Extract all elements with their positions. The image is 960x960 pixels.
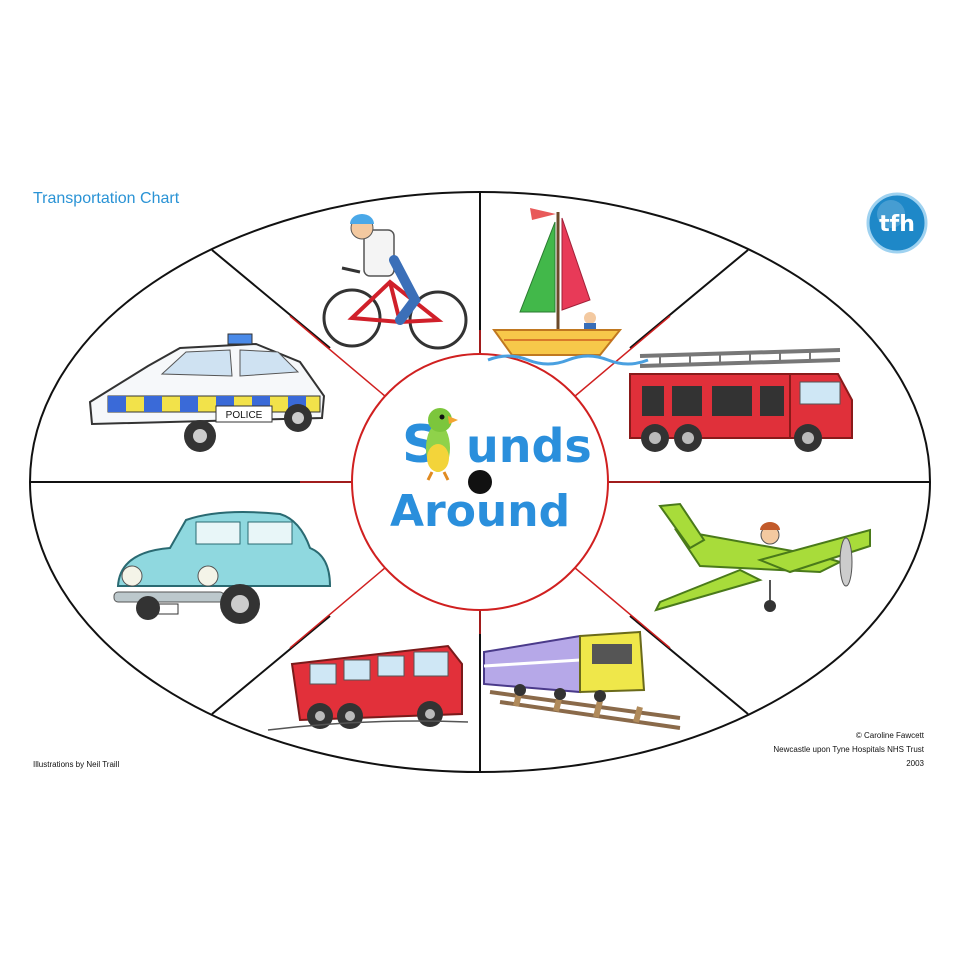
sailboat-icon bbox=[487, 208, 649, 366]
airplane-icon bbox=[654, 502, 871, 612]
copyright-block: © Caroline Fawcett Newcastle upon Tyne H… bbox=[773, 729, 924, 771]
copyright-line: © Caroline Fawcett bbox=[855, 731, 924, 740]
year-line: 2003 bbox=[906, 759, 924, 768]
chart-title: Transportation Chart bbox=[33, 190, 180, 207]
bicycle-icon bbox=[322, 214, 468, 350]
tfh-logo: tfh bbox=[866, 192, 928, 254]
police-label: POLICE bbox=[226, 410, 263, 421]
train-icon bbox=[483, 630, 681, 730]
vintage-car-icon bbox=[113, 511, 332, 624]
police-car-icon: POLICE bbox=[88, 333, 326, 452]
bus-icon bbox=[267, 644, 469, 731]
illustrator-credit: Illustrations by Neil Traill bbox=[33, 760, 120, 769]
center-word-around: Around bbox=[390, 486, 570, 537]
logo-text: tfh bbox=[879, 212, 915, 237]
fire-engine-icon bbox=[629, 348, 853, 452]
organisation-line: Newcastle upon Tyne Hospitals NHS Trust bbox=[773, 745, 924, 754]
center-pin bbox=[468, 470, 492, 494]
divider-red-lines bbox=[289, 315, 671, 649]
parrot-icon bbox=[426, 408, 458, 481]
center-word-sounds-rest: unds bbox=[466, 419, 592, 473]
